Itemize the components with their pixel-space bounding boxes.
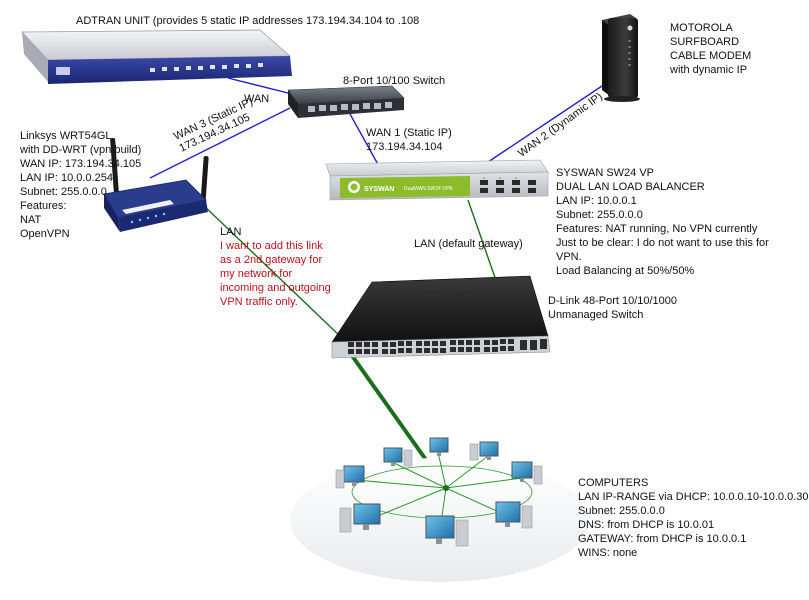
computers-label-line-6: WINS: none: [578, 547, 638, 559]
linksys-label-line-5: Subnet: 255.0.0.0: [20, 186, 107, 198]
linksys-label-line-6: Features:: [20, 200, 67, 212]
computers-label-line-5: GATEWAY: from DHCP is 10.0.0.1: [578, 533, 747, 545]
wan1-link-label: WAN 1 (Static IP) 173.194.34.104: [366, 126, 452, 154]
computer-5: [511, 461, 543, 485]
modem-label-line-1: MOTOROLA: [670, 22, 733, 34]
switch8-label: 8-Port 10/100 Switch: [343, 75, 446, 87]
lan-default-gateway-label: LAN (default gateway): [414, 238, 523, 250]
wan1-link-label-line-1: WAN 1 (Static IP): [366, 127, 452, 139]
eight-port-switch: [287, 85, 405, 118]
dlink-logo-text: D-Link: [428, 287, 472, 303]
syswan-label-line-1: SYSWAN SW24 VP: [556, 167, 655, 179]
computer-1: [335, 465, 365, 489]
computers-label: COMPUTERS LAN IP-RANGE via DHCP: 10.0.0.…: [578, 476, 809, 560]
computers-cluster: [290, 437, 590, 582]
computer-7: [425, 515, 469, 547]
dlink-label: D-Link 48-Port 10/10/1000 Unmanaged Swit…: [548, 294, 677, 322]
computer-8: [339, 503, 381, 533]
linksys-label-line-2: with DD-WRT (vpn build): [20, 144, 142, 156]
modem-label-line-2: SURFBOARD: [670, 36, 740, 48]
cable-modem: [602, 14, 640, 102]
syswan-load-balancer: SYSWAN DualWAN SW24 VPN: [325, 159, 549, 201]
modem-label-line-4: with dynamic IP: [670, 64, 748, 76]
dlink-48-port-switch: D-Link: [331, 275, 551, 359]
linksys-label-line-8: OpenVPN: [20, 228, 70, 240]
computers-label-line-3: Subnet: 255.0.0.0: [578, 505, 665, 517]
adtran-label: ADTRAN UNIT (provides 5 static IP addres…: [76, 15, 420, 27]
computer-4: [469, 441, 499, 461]
wan1-link-switch-syswan: [349, 113, 381, 169]
lan-link-label: LAN: [220, 226, 242, 238]
linksys-label-line-1: Linksys WRT54GL: [20, 130, 112, 142]
wan-link-label: WAN: [244, 93, 270, 105]
syswan-label-line-7: VPN.: [556, 251, 582, 263]
linksys-label-line-4: LAN IP: 10.0.0.254: [20, 172, 113, 184]
wan1-link-label-line-2: 173.194.34.104: [366, 141, 443, 153]
linksys-label: Linksys WRT54GL with DD-WRT (vpn build) …: [20, 129, 141, 241]
computer-6: [495, 501, 533, 529]
syswan-model-text: DualWAN SW24 VPN: [404, 186, 453, 192]
linksys-label-line-3: WAN IP: 173.194.34.105: [20, 158, 142, 170]
dlink-label-line-2: Unmanaged Switch: [548, 309, 644, 321]
computer-2: [383, 447, 413, 467]
syswan-label-line-5: Features: NAT running, No VPN currently: [556, 223, 758, 235]
adtran-unit: [21, 29, 292, 84]
syswan-label-line-6: Just to be clear: I do not want to use t…: [556, 237, 769, 249]
syswan-label: SYSWAN SW24 VP DUAL LAN LOAD BALANCER LA…: [556, 166, 769, 278]
computers-label-line-2: LAN IP-RANGE via DHCP: 10.0.0.10-10.0.0.…: [578, 491, 809, 503]
wan2-link-modem-syswan: [487, 81, 609, 163]
syswan-label-line-3: LAN IP: 10.0.0.1: [556, 195, 637, 207]
computer-3: [429, 437, 449, 456]
modem-label-line-3: CABLE MODEM: [670, 50, 752, 62]
lan-link-linksys-dlink: [199, 201, 343, 339]
syswan-label-line-4: Subnet: 255.0.0.0: [556, 209, 643, 221]
dlink-label-line-1: D-Link 48-Port 10/10/1000: [548, 295, 678, 307]
modem-label: MOTOROLA SURFBOARD CABLE MODEM with dyna…: [670, 21, 751, 77]
computers-label-line-1: COMPUTERS: [578, 477, 649, 489]
syswan-label-line-8: Load Balancing at 50%/50%: [556, 265, 695, 277]
wan3-link-switch-linksys: [149, 107, 291, 179]
linksys-router: [103, 137, 209, 232]
vpn-gateway-note: I want to add this link as a 2nd gateway…: [220, 240, 331, 308]
syswan-label-line-2: DUAL LAN LOAD BALANCER: [556, 181, 705, 193]
computers-label-line-4: DNS: from DHCP is 10.0.01: [578, 519, 715, 531]
syswan-brand-text: SYSWAN: [364, 186, 394, 193]
linksys-label-line-7: NAT: [20, 214, 42, 226]
